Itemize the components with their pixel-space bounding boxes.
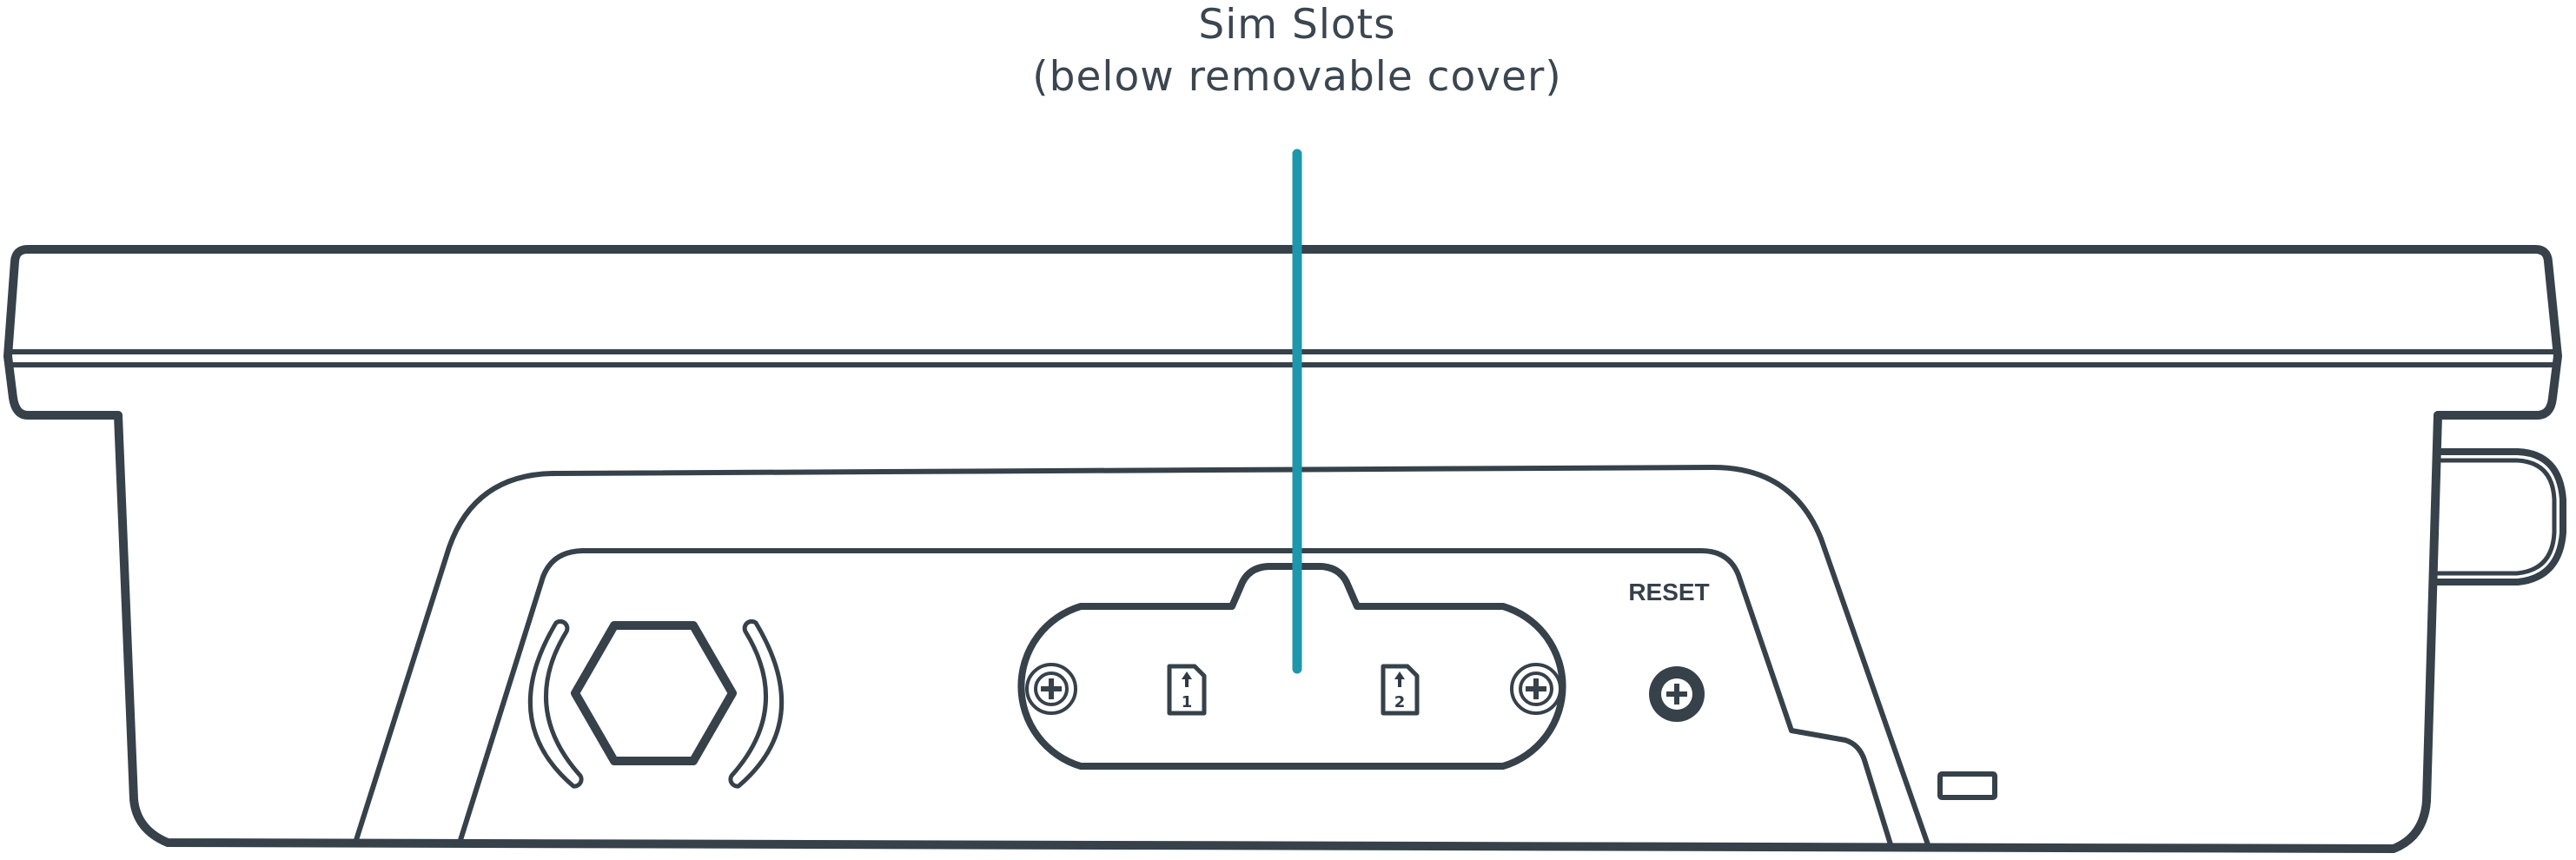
side-tab — [2429, 448, 2566, 585]
reset-label: RESET — [1628, 579, 1709, 605]
reset-button-icon — [1649, 666, 1705, 722]
sim-card-1-icon — [1167, 664, 1207, 716]
callout-title: Sim Slots — [1198, 1, 1395, 49]
sim-1-arrow-icon — [1182, 671, 1192, 679]
device-body — [114, 411, 2442, 853]
signal-arc-right — [728, 619, 785, 789]
screw-right-icon — [1510, 663, 1562, 715]
sim-card-2-icon — [1381, 664, 1420, 716]
led-indicator-icon — [1937, 771, 1997, 800]
callout-subtitle: (below removable cover) — [1032, 53, 1561, 101]
raised-panel-outer — [354, 465, 1931, 850]
screw-left-icon — [1025, 663, 1077, 715]
sim-slot-1-label: 1 — [1182, 693, 1193, 711]
signal-arc-left — [527, 619, 584, 789]
hex-nut-icon — [571, 621, 737, 765]
sim-cover — [1017, 563, 1566, 770]
sim-2-arrow-icon — [1394, 671, 1405, 679]
inner-panel — [458, 548, 1893, 847]
device-lid — [3, 245, 2562, 420]
sim-slot-2-label: 2 — [1394, 693, 1406, 711]
